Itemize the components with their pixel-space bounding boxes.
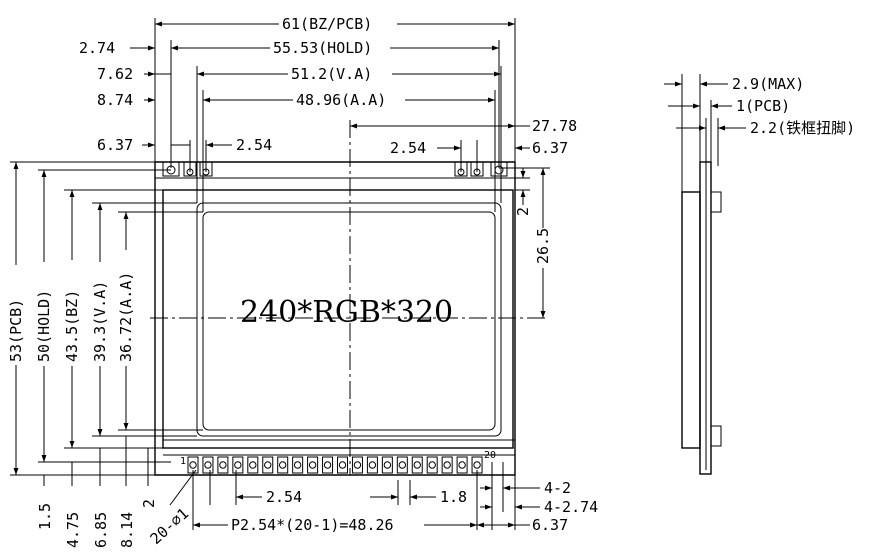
- side-frame-tab-bottom: [710, 425, 722, 447]
- dim-side-pcb: 1(PCB): [736, 97, 790, 115]
- connector-hole: [204, 461, 212, 469]
- side-frame-tab-top: [710, 191, 722, 213]
- dim-26-5: 26.5: [534, 228, 552, 264]
- connector-hole: [249, 461, 257, 469]
- dim-27-78: 27.78: [532, 117, 577, 135]
- connector-pad: [351, 456, 363, 474]
- dim-4-2-74: 4-2.74: [544, 498, 598, 516]
- connector-hole: [413, 461, 421, 469]
- connector-pad: [322, 456, 334, 474]
- connector-hole: [353, 461, 362, 469]
- connector-hole: [473, 461, 481, 469]
- connector-pad: [232, 456, 244, 474]
- dim-va-height: 39.3(V.A): [91, 281, 109, 362]
- side-pcb: [699, 161, 712, 475]
- connector-pad: [247, 456, 259, 474]
- dim-right-6-37: 6.37: [532, 139, 568, 157]
- dim-hold: 55.53(HOLD): [273, 39, 372, 57]
- connector-hole: [428, 461, 436, 469]
- connector-hole: [338, 461, 347, 469]
- dim-va: 51.2(V.A): [291, 65, 372, 83]
- connector-pad: [337, 456, 348, 474]
- dim-1-8: 1.8: [440, 488, 467, 506]
- connector-pad: [277, 456, 289, 474]
- dim-6-85: 6.85: [92, 512, 110, 548]
- connector-hole: [279, 461, 287, 469]
- connector-hole: [219, 461, 227, 469]
- dim-4-75: 4.75: [64, 512, 82, 548]
- connector-pad: [292, 456, 304, 474]
- connector-hole: [293, 461, 302, 469]
- dim-aa: 48.96(A.A): [296, 91, 386, 109]
- active-area: [202, 211, 496, 431]
- dim-pcb-height: 53(PCB): [7, 299, 25, 362]
- dim-4-2: 4-2: [544, 479, 571, 497]
- connector-pad: [411, 456, 423, 474]
- right-dimensions: 2 26.5: [477, 167, 553, 318]
- dim-2-74: 2.74: [79, 39, 115, 57]
- dim-bottom-2: 2: [140, 499, 158, 508]
- connector-pad: [217, 456, 229, 474]
- left-dimensions: 53(PCB) 50(HOLD) 43.5(BZ) 39.3(V.A) 36.7…: [6, 161, 203, 476]
- dim-aa-height: 36.72(A.A): [117, 272, 135, 362]
- top-left-pins: [162, 161, 213, 177]
- resolution-label: 240*RGB*320: [240, 295, 453, 330]
- dim-7-62: 7.62: [97, 65, 133, 83]
- pin-20-label: 20: [484, 450, 496, 461]
- connector-pad: [426, 456, 438, 474]
- dim-bottom-6-37: 6.37: [532, 516, 568, 534]
- dim-right-2: 2: [514, 207, 532, 216]
- viewing-area: [196, 202, 502, 437]
- dim-bottom-2-54: 2.54: [266, 488, 302, 506]
- dim-bz-height: 43.5(BZ): [63, 290, 81, 362]
- dim-side-max: 2.9(MAX): [732, 75, 804, 93]
- dim-8-74: 8.74: [97, 91, 133, 109]
- connector-pad: [456, 456, 468, 474]
- front-view: 1 20 240*RGB*320: [150, 120, 548, 476]
- connector-hole: [398, 461, 406, 469]
- connector-pad: [366, 456, 378, 474]
- connector-hole: [264, 461, 272, 469]
- connector-hole: [308, 461, 317, 469]
- dim-1-5: 1.5: [36, 503, 54, 530]
- connector-pad: [441, 456, 453, 474]
- bottom-connector-pins: [187, 456, 483, 474]
- connector-hole: [368, 461, 377, 469]
- dim-left-2-54: 2.54: [236, 136, 272, 154]
- dim-right-2-54: 2.54: [390, 139, 426, 157]
- side-glass: [681, 191, 701, 449]
- dim-hold-height: 50(HOLD): [35, 290, 53, 362]
- connector-hole: [443, 461, 451, 469]
- dim-side-frame: 2.2(铁框扭脚): [750, 119, 855, 137]
- side-view: 2.9(MAX) 1(PCB) 2.2(铁框扭脚): [664, 74, 855, 475]
- connector-pad: [381, 456, 393, 474]
- dim-8-14: 8.14: [118, 512, 136, 548]
- dim-left-6-37: 6.37: [97, 136, 133, 154]
- bottom-dimensions: 1.5 4.75 6.85 8.14 2 20-⌀1 2.54 1.8 P2.5…: [36, 436, 598, 548]
- bezel-outline: [162, 189, 514, 449]
- connector-pad: [396, 456, 408, 474]
- connector-hole: [458, 461, 466, 469]
- connector-hole: [234, 461, 242, 469]
- connector-hole: [323, 461, 332, 469]
- dim-bz-pcb: 61(BZ/PCB): [282, 15, 372, 33]
- connector-pad: [202, 456, 214, 474]
- connector-pad: [262, 456, 274, 474]
- dim-pitch-total: P2.54*(20-1)=48.26: [231, 516, 394, 534]
- connector-pad: [307, 456, 319, 474]
- dim-hole-count: 20-⌀1: [147, 504, 193, 548]
- pin-1-label: 1: [180, 456, 186, 467]
- top-dimensions: 61(BZ/PCB) 55.53(HOLD) 2.74 51.2(V.A) 7.…: [79, 14, 577, 212]
- connector-hole: [383, 461, 392, 469]
- connector-hole: [189, 461, 197, 469]
